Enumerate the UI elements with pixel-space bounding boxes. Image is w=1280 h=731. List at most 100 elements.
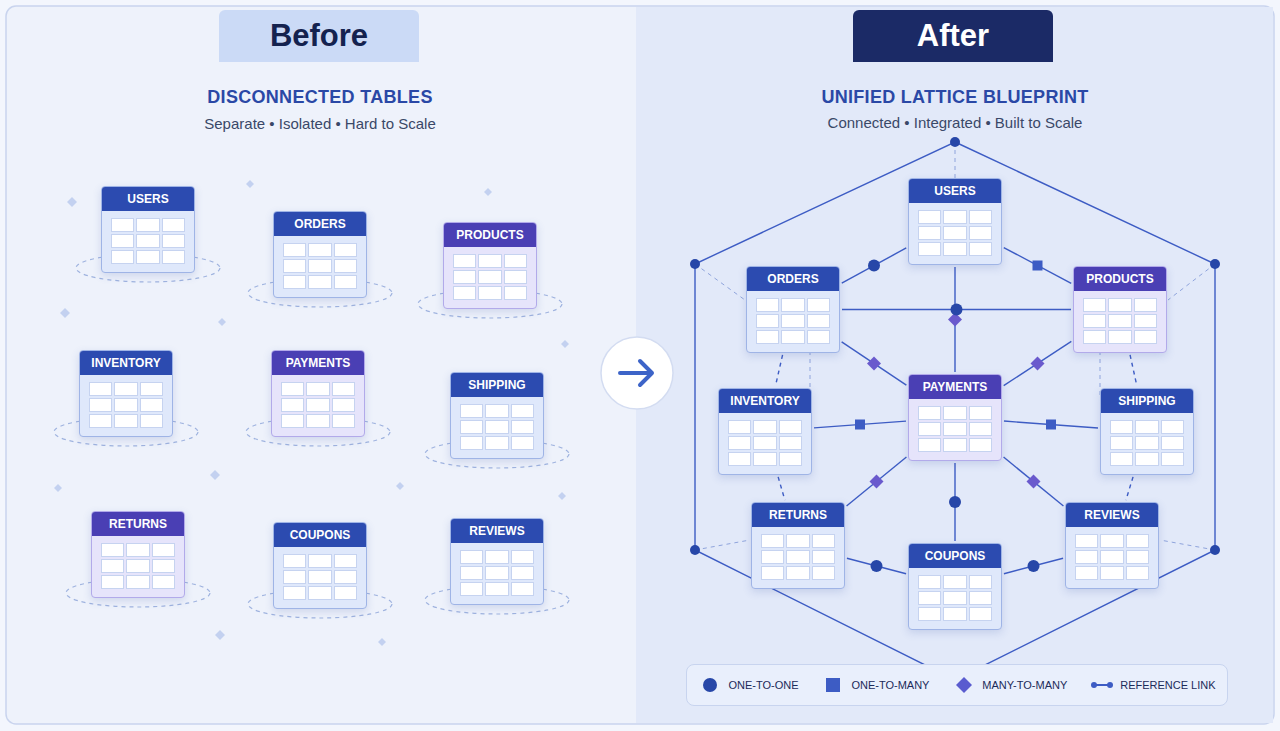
table-cell xyxy=(478,254,501,268)
table-cell xyxy=(152,575,175,589)
table-cell xyxy=(969,210,992,224)
table-cell xyxy=(511,582,534,596)
diagram-panel: BeforeDISCONNECTED TABLESSeparate • Isol… xyxy=(8,8,636,722)
relation-line xyxy=(775,355,782,386)
panel-heading: DISCONNECTED TABLES xyxy=(207,87,432,108)
table-cell xyxy=(1075,566,1098,580)
table-cell xyxy=(140,398,163,412)
table-cell xyxy=(812,566,835,580)
table-cell xyxy=(453,254,476,268)
table-name: USERS xyxy=(909,179,1001,203)
table-cell xyxy=(969,406,992,420)
table-cell xyxy=(504,270,527,284)
one-to-one-dot xyxy=(868,260,880,272)
table-grid xyxy=(1101,413,1193,474)
legend-item: ONE-TO-ONE xyxy=(698,677,798,693)
table-cell xyxy=(485,566,508,580)
table-cell xyxy=(786,534,809,548)
relation-marker xyxy=(1046,420,1056,430)
table-cell xyxy=(1161,436,1184,450)
sparkle xyxy=(60,308,70,318)
table-cell xyxy=(756,314,779,328)
table-grid xyxy=(92,536,184,597)
table-cell xyxy=(1083,330,1106,344)
table-cell xyxy=(306,382,329,396)
table-cell xyxy=(918,422,941,436)
table-cell xyxy=(1134,314,1157,328)
sparkle xyxy=(396,482,404,490)
table-grid xyxy=(102,211,194,272)
table-cell xyxy=(306,414,329,428)
table-cell xyxy=(460,404,483,418)
table-grid xyxy=(909,399,1001,460)
table-cell xyxy=(332,398,355,412)
table-cell xyxy=(136,250,159,264)
many-to-many-diamond xyxy=(867,357,881,371)
sparkle xyxy=(218,318,226,326)
panel-subtitle: Separate • Isolated • Hard to Scale xyxy=(204,115,435,132)
table-card: COUPONS xyxy=(908,543,1002,630)
transition-circle xyxy=(601,337,673,409)
table-cell xyxy=(114,382,137,396)
table-cell xyxy=(511,550,534,564)
table-cell xyxy=(918,438,941,452)
table-cell xyxy=(283,586,306,600)
table-name: ORDERS xyxy=(274,212,366,236)
table-cell xyxy=(728,420,751,434)
table-cell xyxy=(779,420,802,434)
one-to-many-square xyxy=(1033,261,1043,271)
table-name: INVENTORY xyxy=(719,389,811,413)
table-cell xyxy=(101,543,124,557)
vertex-dot xyxy=(690,259,700,269)
table-name: REVIEWS xyxy=(1066,503,1158,527)
table-cell xyxy=(1135,420,1158,434)
table-card: PRODUCTS xyxy=(443,222,537,309)
table-cell xyxy=(162,234,185,248)
transition-arrow xyxy=(620,361,652,385)
relation-marker xyxy=(951,304,963,316)
table-cell xyxy=(756,330,779,344)
table-cell xyxy=(281,398,304,412)
legend-square xyxy=(826,678,840,692)
table-cell xyxy=(753,436,776,450)
table-grid xyxy=(747,291,839,352)
table-cell xyxy=(460,420,483,434)
table-cell xyxy=(943,422,966,436)
table-cell xyxy=(918,210,941,224)
legend-sample xyxy=(952,677,976,693)
table-cell xyxy=(332,414,355,428)
table-cell xyxy=(152,559,175,573)
table-cell xyxy=(943,226,966,240)
sparkle xyxy=(54,484,62,492)
table-cell xyxy=(943,575,966,589)
table-cell xyxy=(1135,436,1158,450)
table-card: RETURNS xyxy=(751,502,845,589)
legend-label: ONE-TO-ONE xyxy=(728,679,798,691)
relation-line xyxy=(1004,558,1063,573)
table-cell xyxy=(114,398,137,412)
table-cell xyxy=(969,438,992,452)
one-to-many-square xyxy=(855,420,865,430)
legend-diamond xyxy=(956,677,972,693)
table-name: USERS xyxy=(102,187,194,211)
table-name: COUPONS xyxy=(909,544,1001,568)
panel-tab: After xyxy=(853,10,1053,62)
relation-line xyxy=(847,457,907,506)
table-cell xyxy=(969,575,992,589)
table-cell xyxy=(308,586,331,600)
one-to-one-dot xyxy=(871,560,883,572)
lattice-hexagon xyxy=(695,142,1215,680)
relation-line xyxy=(1004,341,1072,385)
one-to-one-dot xyxy=(1028,560,1040,572)
table-cell xyxy=(1134,298,1157,312)
table-cell xyxy=(943,607,966,621)
table-cell xyxy=(807,298,830,312)
legend-item: REFERENCE LINK xyxy=(1090,677,1215,693)
table-cell xyxy=(918,591,941,605)
table-cell xyxy=(478,270,501,284)
table-cell xyxy=(969,422,992,436)
table-cell xyxy=(781,330,804,344)
table-cell xyxy=(753,420,776,434)
table-cell xyxy=(969,607,992,621)
